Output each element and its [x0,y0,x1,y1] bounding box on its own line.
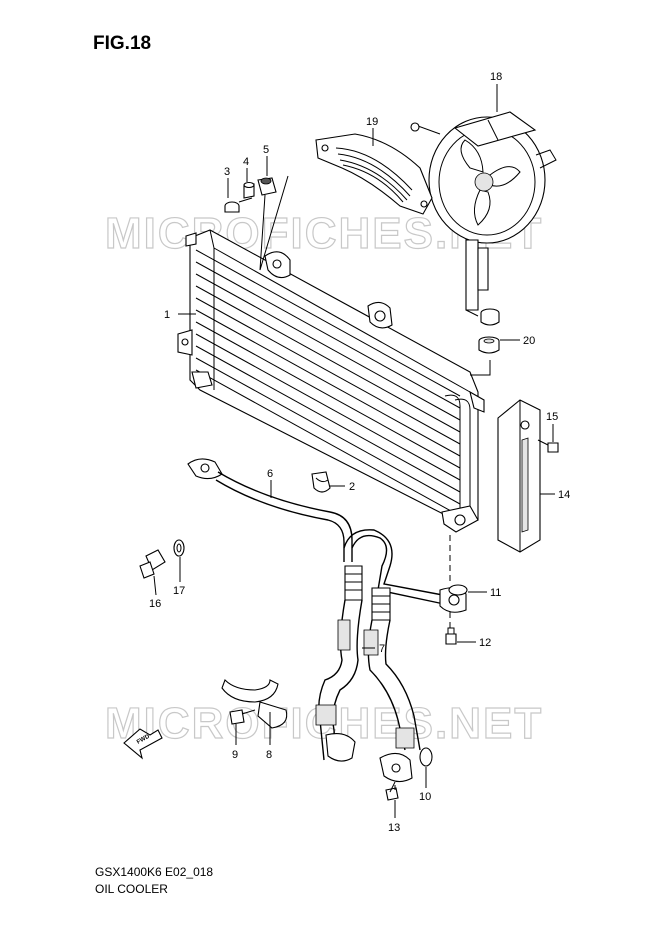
model-code: GSX1400K6 E02_018 [95,865,214,879]
cushion-5 [257,177,277,196]
bolt-13 [385,781,399,801]
callout-3: 3 [224,166,230,178]
callout-17: 17 [173,585,185,597]
callout-10: 10 [419,791,431,803]
bolt-9 [229,709,256,725]
collar-4 [243,181,255,199]
cooler-fins [195,249,461,517]
callout-11: 11 [490,587,501,599]
callout-19: 19 [366,116,378,128]
bolt-12 [445,627,457,645]
callout-1: 1 [164,309,170,321]
cooler-bracket [497,399,541,553]
callout-5: 5 [263,144,269,156]
figure-title: FIG.18 [93,33,152,54]
callout-leaders [153,84,555,818]
bolt-3 [224,197,253,213]
o-ring-11 [448,584,468,596]
callout-16: 16 [149,598,161,610]
oil-hose-7 [315,565,421,783]
callout-14: 14 [558,489,570,501]
callout-13: 13 [388,822,400,834]
callout-15: 15 [546,411,558,423]
oil-temp-switch-16 [139,549,166,579]
fwd-arrow-icon: FWD [123,728,163,760]
oil-pipe-6 [187,458,467,613]
hose-clamp-2 [311,471,331,493]
callout-18: 18 [490,71,502,83]
fan-cover [315,133,433,215]
callout-9: 9 [232,749,238,761]
clamp-8 [221,679,288,729]
grommet [478,308,500,354]
callout-4: 4 [243,156,249,168]
callout-6: 6 [267,468,273,480]
callout-numbers: 1 2 3 4 5 6 7 8 9 10 11 12 13 14 15 16 1… [149,71,570,834]
washer-17 [173,539,185,557]
callout-2: 2 [349,481,355,493]
callout-12: 12 [479,637,491,649]
oil-cooler-core [177,229,485,533]
o-ring-10 [419,747,433,767]
callout-20: 20 [523,335,535,347]
callout-7: 7 [379,643,385,655]
part-name: OIL COOLER [95,882,168,896]
cooling-fan [410,111,557,317]
callout-8: 8 [266,749,272,761]
bolt-15 [537,439,559,453]
